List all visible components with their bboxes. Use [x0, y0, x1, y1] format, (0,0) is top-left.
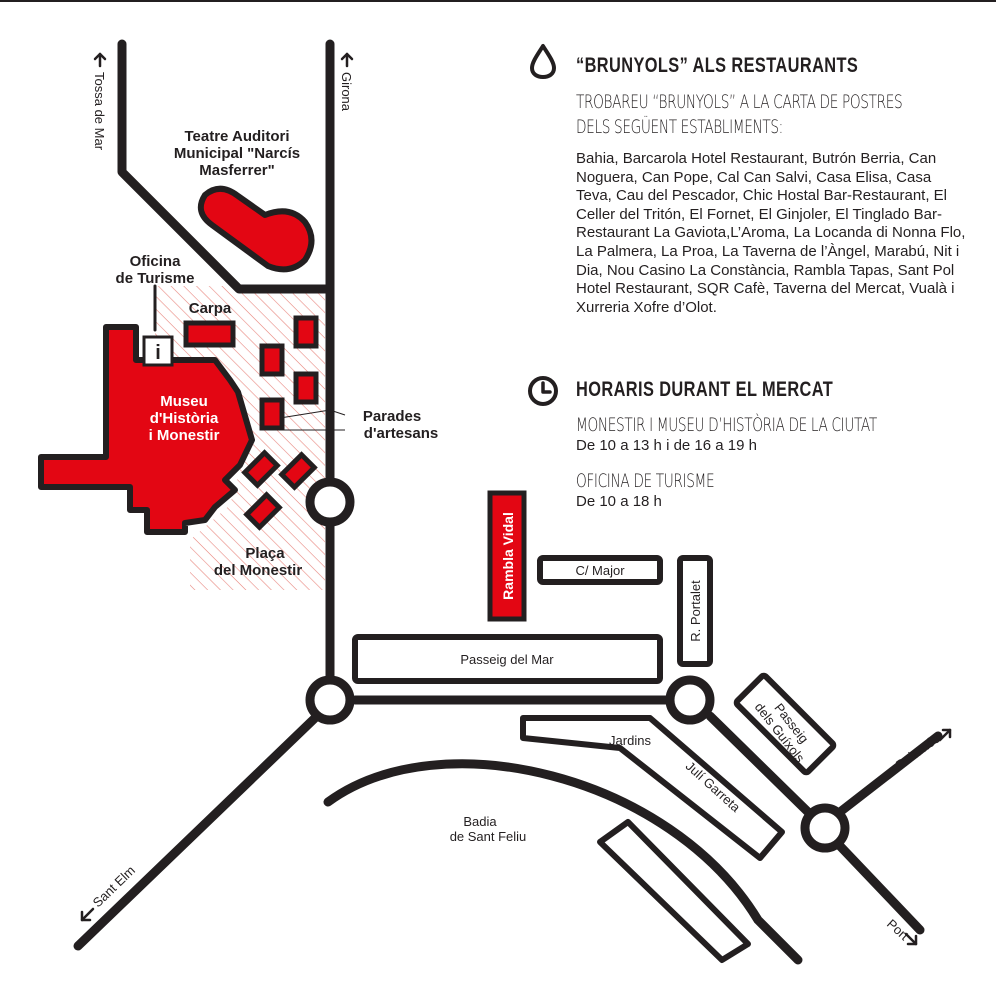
road-label-sant-elm: Sant Elm	[90, 863, 138, 910]
block-jardins	[520, 715, 785, 861]
c-major-label: C/ Major	[575, 563, 625, 578]
monestir-label: MONESTIR I MUSEU D’HISTÒRIA DE LA CIUTAT	[576, 414, 877, 436]
passeig-mar-label: Passeig del Mar	[460, 652, 554, 667]
roundabout-north	[305, 477, 355, 527]
hours-title: HORARIS DURANT EL MERCAT	[576, 378, 834, 401]
block-guixols	[733, 672, 837, 776]
block-bay-pier	[597, 819, 751, 963]
jardins-label: Jardins	[609, 733, 651, 748]
roundabout-centre	[665, 675, 715, 725]
stall[interactable]	[278, 451, 318, 491]
restaurants-subtitle-line-2: DELS SEGÜENT ESTABLIMENTS:	[576, 116, 783, 138]
bay-shore	[323, 759, 803, 965]
arrow-up-icon	[340, 52, 354, 68]
arrow-down-left-icon	[80, 907, 95, 922]
block-passeig-mar	[352, 634, 663, 684]
road-palamos	[835, 731, 943, 817]
portalet-label: R. Portalet	[688, 580, 703, 642]
stall[interactable]	[243, 491, 283, 531]
stall[interactable]	[259, 397, 285, 431]
restaurants-subtitle-line-1: TROBAREU “BRUNYOLS” A LA CARTA DE POSTRE…	[576, 91, 903, 113]
restaurants-title: “BRUNYOLS” ALS RESTAURANTS	[576, 54, 859, 77]
stall[interactable]	[293, 315, 319, 349]
stall[interactable]	[293, 371, 319, 405]
clock-icon	[528, 376, 558, 406]
oficina-hours: De 10 a 18 h	[576, 493, 662, 510]
parades-leader	[279, 409, 346, 419]
roundabout-west	[305, 675, 355, 725]
road-label-palamos: Palamós	[893, 730, 943, 772]
arrow-up-icon	[93, 52, 107, 68]
top-rule	[0, 0, 996, 2]
arrow-down-right-icon	[904, 932, 918, 946]
rambla-vidal-label: Rambla Vidal	[500, 512, 516, 600]
teatre-building[interactable]	[197, 185, 315, 273]
museu-building[interactable]	[38, 324, 255, 535]
arrow-up-right-icon	[938, 728, 952, 742]
block-portalet	[677, 555, 713, 667]
carpa-label: Carpa	[189, 300, 232, 317]
monestir-hours: De 10 a 13 h i de 16 a 19 h	[576, 437, 757, 454]
road-port	[835, 841, 925, 935]
carpa-tent[interactable]	[183, 320, 236, 348]
tourist-info-icon[interactable]	[142, 335, 174, 367]
oficina-hours-label: OFICINA DE TURISME	[576, 470, 715, 492]
roundabout-east	[800, 803, 850, 853]
tourist-info-symbol: i	[155, 342, 161, 364]
stall[interactable]	[241, 449, 281, 489]
stall[interactable]	[259, 343, 285, 377]
road-sant-elm	[73, 713, 320, 951]
block-c-major	[537, 555, 663, 585]
restaurants-list: Bahia, Barcarola Hotel Restaurant, Butró…	[576, 150, 966, 316]
road-tossa	[117, 39, 335, 294]
road-label-girona: Girona	[339, 72, 354, 112]
road-diagonal	[705, 711, 813, 817]
rambla-vidal-block[interactable]	[487, 490, 527, 622]
drop-icon	[530, 44, 556, 79]
road-label-tossa: Tossa de Mar	[92, 72, 107, 151]
